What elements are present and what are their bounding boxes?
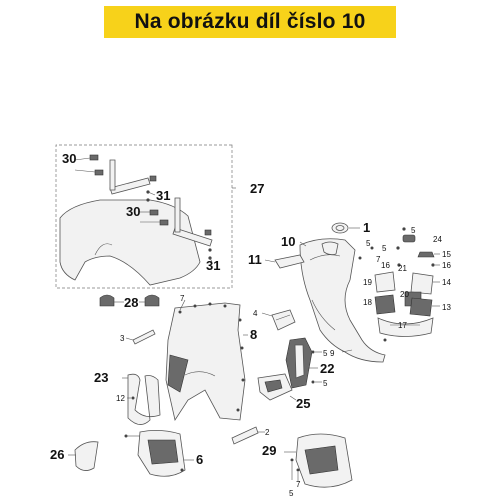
callout-5d: 5 bbox=[323, 349, 328, 358]
clamp-3 bbox=[149, 175, 157, 182]
bracket-11 bbox=[264, 254, 305, 269]
plugs-28 bbox=[99, 294, 160, 307]
callout-12: 12 bbox=[116, 394, 125, 403]
lid-19 bbox=[374, 271, 440, 295]
callout-5f: 5 bbox=[289, 489, 294, 498]
page-title: Na obrázku díl číslo 10 bbox=[134, 10, 366, 33]
trim-2 bbox=[231, 426, 259, 445]
title-banner: Na obrázku díl číslo 10 bbox=[104, 6, 396, 38]
bracket-left-upright bbox=[109, 159, 116, 191]
callout-5b: 5 bbox=[411, 226, 416, 235]
callout-8: 8 bbox=[250, 327, 257, 342]
inner-panel-22 bbox=[285, 337, 322, 389]
callout-16b: 16 bbox=[381, 261, 390, 270]
callout-16a: 16 bbox=[442, 261, 451, 270]
bracket-right bbox=[172, 227, 213, 247]
clamp-2 bbox=[94, 169, 104, 176]
cover-26 bbox=[74, 441, 99, 471]
hook-24 bbox=[396, 227, 416, 250]
callout-13: 13 bbox=[442, 303, 451, 312]
tray-17 bbox=[377, 317, 434, 337]
callout-26: 26 bbox=[50, 447, 64, 462]
bracket-left bbox=[109, 177, 151, 195]
callout-19: 19 bbox=[363, 278, 372, 287]
callout-7b: 7 bbox=[180, 294, 185, 303]
callout-31a: 31 bbox=[156, 188, 170, 203]
clamp-5 bbox=[159, 219, 169, 226]
callout-27: 27 bbox=[250, 181, 264, 196]
clamp-1 bbox=[89, 154, 99, 161]
callout-4: 4 bbox=[253, 309, 258, 318]
callout-30a: 30 bbox=[62, 151, 76, 166]
callout-11: 11 bbox=[248, 252, 262, 267]
callout-7a: 7 bbox=[376, 255, 381, 264]
callout-17: 17 bbox=[398, 321, 407, 330]
callout-24: 24 bbox=[433, 235, 442, 244]
trim-3 bbox=[132, 329, 156, 345]
callout-7c: 7 bbox=[296, 480, 301, 489]
callout-9: 9 bbox=[330, 349, 335, 358]
front-shield bbox=[299, 238, 387, 363]
callout-23: 23 bbox=[94, 370, 108, 385]
callout-2: 2 bbox=[265, 428, 270, 437]
callout-29: 29 bbox=[262, 443, 276, 458]
callout-30b: 30 bbox=[126, 204, 140, 219]
callout-6: 6 bbox=[196, 452, 203, 467]
callout-21: 21 bbox=[398, 264, 407, 273]
large-windshield bbox=[165, 299, 246, 422]
bracket-right-upright bbox=[174, 197, 181, 233]
windshield-cutout bbox=[94, 243, 113, 256]
callout-20: 20 bbox=[400, 290, 409, 299]
callout-5a: 5 bbox=[366, 239, 371, 248]
grille-18 bbox=[374, 291, 440, 317]
callout-22: 22 bbox=[320, 361, 334, 376]
callout-5e: 5 bbox=[323, 379, 328, 388]
callout-15: 15 bbox=[442, 250, 451, 259]
kit-27-frame bbox=[55, 144, 233, 289]
clamp-6 bbox=[204, 229, 212, 236]
front-shield-body bbox=[299, 238, 386, 363]
cover-25 bbox=[257, 373, 297, 401]
callout-5c: 5 bbox=[382, 244, 387, 253]
callout-28: 28 bbox=[124, 295, 138, 310]
callout-1: 1 bbox=[363, 220, 370, 235]
callout-18: 18 bbox=[363, 298, 372, 307]
side-panel-23 bbox=[122, 373, 161, 425]
clamp-4 bbox=[149, 209, 159, 216]
badge-1 bbox=[331, 222, 360, 234]
callout-25: 25 bbox=[296, 396, 310, 411]
windshield-kit bbox=[59, 154, 213, 286]
callout-31b: 31 bbox=[206, 258, 220, 273]
bracket-4 bbox=[261, 309, 296, 331]
lower-cover-6 bbox=[124, 430, 194, 477]
callout-14: 14 bbox=[442, 278, 451, 287]
callout-10: 10 bbox=[281, 234, 295, 249]
clip-15 bbox=[397, 251, 440, 267]
callout-3: 3 bbox=[120, 334, 125, 343]
lower-panel-29 bbox=[284, 433, 353, 488]
